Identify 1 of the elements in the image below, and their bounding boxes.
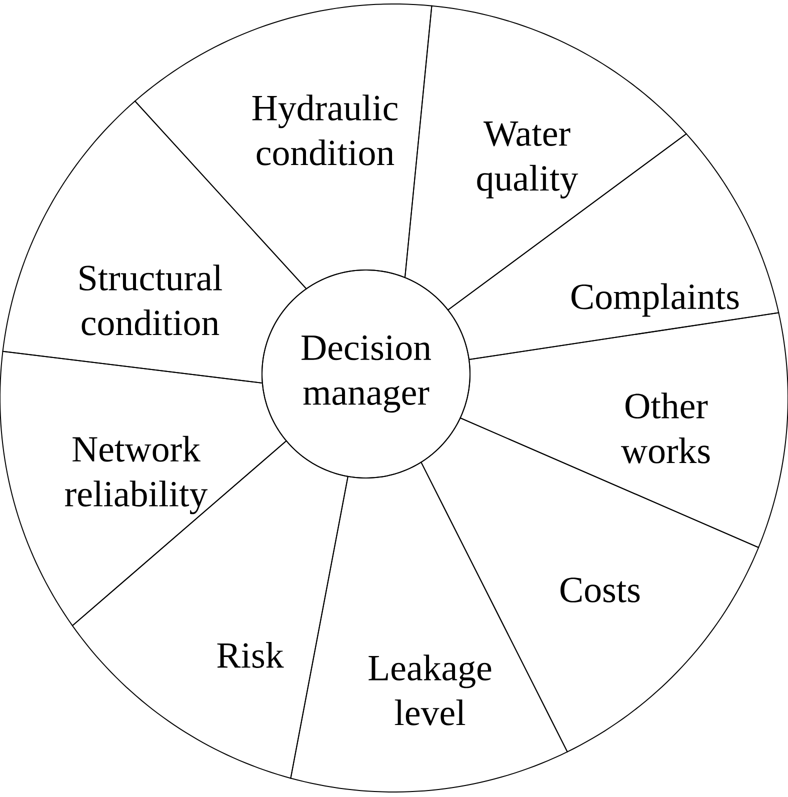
node-label: Decision manager — [302, 335, 431, 413]
